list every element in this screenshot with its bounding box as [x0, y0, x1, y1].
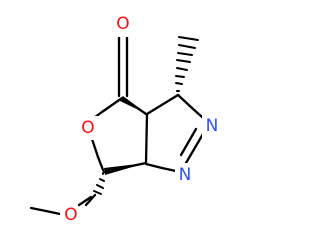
atom-ring-oxygen: O [81, 118, 94, 138]
hashed-wedge-c6-methoxy [93, 172, 105, 195]
bond-n1-c6a-blue [160, 166, 178, 173]
bond-methoxy-o-ch3 [29, 206, 48, 213]
bond-c4-ring-o [100, 96, 124, 114]
label-bg-n-upper [202, 114, 224, 138]
atom-nitrogen-lower: N [179, 165, 192, 185]
bond-c3a-c6a [144, 112, 149, 165]
label-bg-ring-o [78, 116, 100, 140]
label-bg-methoxy-o [60, 203, 82, 227]
bond-methoxy-o-c6 [77, 195, 93, 207]
label-bg-n-lower [175, 163, 197, 187]
bond-ring-o-c6 [96, 155, 105, 172]
hashed-wedge-c3-methyl [175, 36, 199, 92]
atom-nitrogen-upper: N [206, 116, 219, 136]
bond-methoxy-o-ch3-red [44, 209, 62, 216]
bond-c3-n2-blue [190, 106, 204, 119]
molecule-structure: O O O N N [29, 13, 224, 227]
atom-methoxy-oxygen: O [64, 205, 77, 225]
bond-c6-methoxy-o-red [84, 193, 97, 207]
solid-wedge-c6a-c6 [104, 163, 146, 175]
atom-carbonyl-oxygen: O [116, 14, 129, 34]
bond-c3-n2 [176, 93, 194, 110]
solid-wedge-c3a-c4 [120, 96, 147, 114]
label-bg-carbonyl-o [112, 13, 134, 37]
bond-c3a-c3 [145, 93, 180, 116]
bond-n2-n1-a [184, 132, 205, 165]
bond-n1-c6a [144, 162, 164, 170]
bond-n2-n1-b [179, 127, 198, 157]
